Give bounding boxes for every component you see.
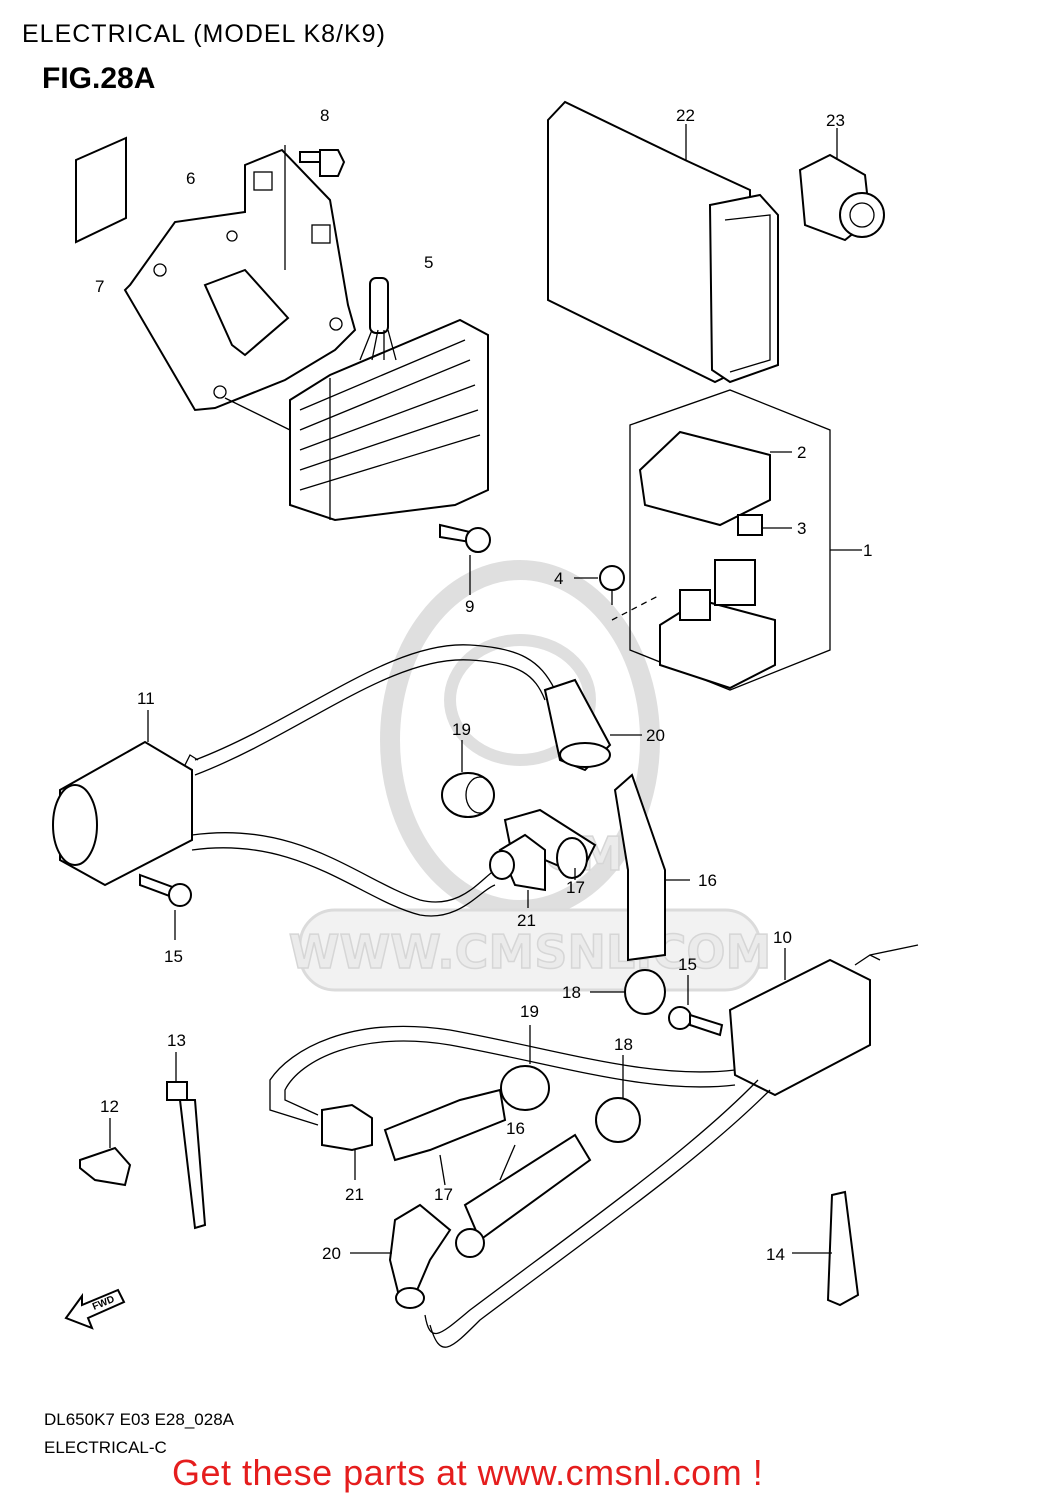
- part-9-screw: [439, 523, 491, 595]
- callout-3: 3: [797, 519, 806, 538]
- callout-6: 6: [186, 169, 195, 188]
- part-20-plug-cap-lower: [350, 1203, 452, 1309]
- figure-label: FIG.28A: [42, 62, 156, 95]
- part-16-lead-lower: [455, 1133, 592, 1258]
- part-5-regulator: [224, 277, 489, 522]
- callout-18a: 18: [562, 983, 581, 1002]
- callout-5: 5: [424, 253, 433, 272]
- diagram-subtitle: ELECTRICAL-C: [44, 1438, 167, 1457]
- forward-arrow-icon: FWD: [64, 1288, 126, 1330]
- part-20-plug-cap-upper: [543, 678, 642, 772]
- part-10-ignition-coil: [728, 944, 919, 1097]
- part-22-ecu: [547, 100, 779, 384]
- part-23-connector: [798, 128, 885, 242]
- page-title: ELECTRICAL (MODEL K8/K9): [22, 20, 386, 48]
- part-6-bracket: [123, 145, 357, 412]
- part-4-screw: [574, 565, 661, 621]
- callout-21a: 21: [517, 911, 536, 930]
- callout-18b: 18: [614, 1035, 633, 1054]
- part-21-cap-lower: [321, 1103, 373, 1180]
- callout-23: 23: [826, 111, 845, 130]
- callout-17a: 17: [566, 878, 585, 897]
- part-11-ignition-coil: [52, 710, 199, 887]
- callout-22: 22: [676, 106, 695, 125]
- callout-7: 7: [95, 277, 104, 296]
- part-3-fuse: [737, 514, 792, 536]
- callout-10: 10: [773, 928, 792, 947]
- callout-17b: 17: [434, 1185, 453, 1204]
- callout-4: 4: [554, 569, 563, 588]
- part-16-lead-upper: [613, 773, 690, 962]
- part-15-bolt-right: [668, 975, 724, 1037]
- callout-14: 14: [766, 1245, 785, 1264]
- callout-1: 1: [863, 541, 872, 560]
- part-8-screw: [299, 149, 346, 177]
- diagram-code: DL650K7 E03 E28_028A: [44, 1410, 234, 1429]
- part-17-boot-upper: [503, 808, 597, 880]
- callout-2: 2: [797, 443, 806, 462]
- callout-19a: 19: [452, 720, 471, 739]
- callout-11: 11: [137, 689, 155, 708]
- callout-9: 9: [465, 597, 474, 616]
- parts-link[interactable]: Get these parts at www.cmsnl.com !: [172, 1452, 764, 1493]
- part-18-seal-lower: [595, 1055, 641, 1143]
- callout-20a: 20: [646, 726, 665, 745]
- callout-20b: 20: [322, 1244, 341, 1263]
- watermark-text: WWW.CMSNL.COM: [289, 925, 772, 979]
- ht-lead-lower: [269, 1025, 771, 1348]
- part-19-seal-upper: [441, 740, 495, 818]
- starter-relay: [659, 559, 776, 690]
- part-1-fuse-box-assembly: [629, 389, 862, 691]
- callout-19b: 19: [520, 1002, 539, 1021]
- callout-21b: 21: [345, 1185, 364, 1204]
- callout-8: 8: [320, 106, 329, 125]
- part-14-strap: [792, 1190, 860, 1307]
- ht-lead-upper: [191, 644, 556, 917]
- part-19-seal-lower: [500, 1025, 550, 1111]
- callout-15a: 15: [164, 947, 183, 966]
- callout-13: 13: [167, 1031, 186, 1050]
- callout-12: 12: [100, 1097, 119, 1116]
- part-2-fuse-cover: [638, 430, 792, 527]
- callout-15b: 15: [678, 955, 697, 974]
- part-18-seal-upper: [590, 969, 666, 1015]
- part-13-cable-tie: [166, 1052, 207, 1230]
- part-7-label: [75, 136, 127, 244]
- part-12-clamp: [79, 1118, 132, 1187]
- part-17-boot-lower: [383, 1088, 507, 1186]
- callout-16b: 16: [506, 1119, 525, 1138]
- part-21-cap-upper: [489, 833, 546, 908]
- part-15-bolt-left: [139, 873, 192, 940]
- callout-16a: 16: [698, 871, 717, 890]
